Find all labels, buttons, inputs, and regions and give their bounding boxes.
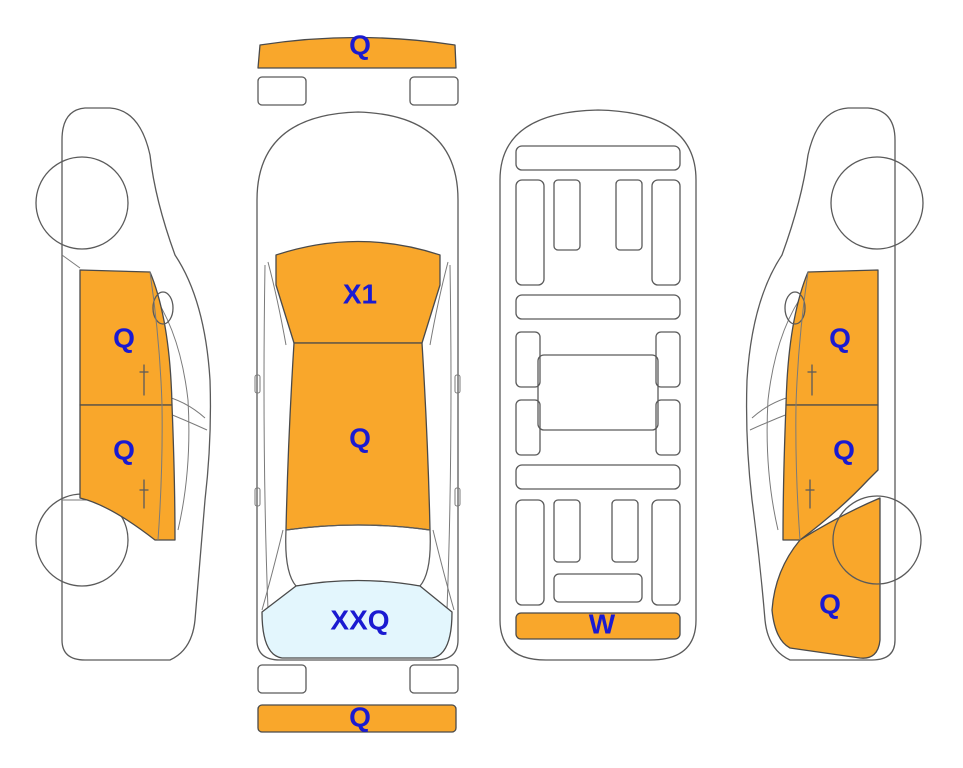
underbody-rear-left-rail	[515, 499, 545, 606]
rear-bumper-panel[interactable]	[257, 704, 457, 733]
underbody-middle-crossmember	[515, 294, 681, 320]
car-top-view: X1 Q XXQ	[254, 111, 461, 661]
right-front-door-split	[795, 271, 809, 406]
left-front-wheel	[35, 156, 129, 250]
left-rear-door-split	[157, 404, 163, 541]
right-rear-quarter-code: Q	[819, 588, 841, 619]
underbody-front-right-mount	[615, 179, 643, 251]
roof-code: Q	[349, 422, 371, 453]
top-right-inner-line	[446, 264, 452, 611]
c-pillar-right	[432, 529, 455, 611]
underbody-rear-panel[interactable]	[515, 612, 681, 640]
left-mirror	[152, 291, 174, 325]
right-front-door-handle	[807, 364, 817, 396]
right-front-door-code: Q	[829, 322, 851, 353]
underbody-front-right-rail	[651, 179, 681, 286]
right-rear-quarter-panel[interactable]	[771, 497, 881, 659]
front-right-light	[409, 76, 459, 106]
underbody-right-sill-front	[655, 331, 681, 388]
c-pillar-left	[261, 529, 284, 611]
right-rear-wheel	[832, 495, 922, 585]
underbody-rear-right-mount	[611, 499, 639, 563]
underbody-left-sill-rear	[515, 399, 541, 456]
rear-right-light	[409, 664, 459, 694]
right-roof-line	[766, 289, 807, 531]
a-pillar-right	[429, 261, 449, 346]
front-bumper-code: Q	[349, 29, 371, 60]
underbody-front-crossmember	[515, 145, 681, 171]
left-roof-line	[149, 289, 190, 531]
left-rear-door-handle	[139, 479, 149, 509]
underbody-left-sill-front	[515, 331, 541, 388]
underbody-outline	[499, 109, 697, 661]
trunk-lid	[285, 524, 431, 587]
underbody-rear-right-rail	[651, 499, 681, 606]
front-left-light	[257, 76, 307, 106]
rear-window-code: XXQ	[330, 604, 389, 635]
left-rear-door-panel[interactable]	[79, 404, 176, 541]
underbody-front-left-mount	[553, 179, 581, 251]
left-side-body-outline	[61, 107, 212, 661]
rear-bumper-code: Q	[349, 701, 371, 732]
left-rear-door-code: Q	[113, 434, 135, 465]
right-front-wheel	[830, 156, 924, 250]
right-rear-door-panel[interactable]	[782, 404, 879, 541]
a-pillar-left	[267, 261, 287, 346]
underbody-rear-code: W	[589, 608, 616, 639]
left-front-door-handle	[139, 364, 149, 396]
top-left-inner-line	[263, 264, 269, 611]
left-front-fender-line	[61, 254, 81, 269]
underbody-center-floor	[537, 354, 659, 431]
hood-code: X1	[343, 278, 377, 309]
underbody-front-left-rail	[515, 179, 545, 286]
front-bumper-group: Q	[257, 29, 459, 106]
rear-left-light	[257, 664, 307, 694]
left-front-door-code: Q	[113, 322, 135, 353]
top-body-outline	[256, 111, 459, 661]
underbody-rear-crossmember	[515, 464, 681, 490]
right-side-body-outline	[745, 107, 896, 661]
right-rear-door-handle	[805, 479, 815, 509]
top-left-handle-rear	[254, 487, 261, 507]
rear-bumper-group: Q	[257, 664, 459, 733]
underbody-rear-left-mount	[553, 499, 581, 563]
hood-panel[interactable]	[275, 240, 441, 344]
right-mirror	[784, 291, 806, 325]
car-left-side-view: Q Q	[35, 107, 212, 661]
underbody-view: W	[499, 109, 697, 661]
right-rear-door-split	[795, 404, 801, 541]
front-bumper-panel[interactable]	[257, 36, 457, 69]
left-front-door-split	[149, 271, 163, 406]
car-right-side-view: Q Q Q	[745, 107, 924, 661]
top-right-handle-front	[454, 374, 461, 394]
top-right-handle-rear	[454, 487, 461, 507]
rear-window-panel[interactable]	[261, 579, 453, 659]
underbody-right-sill-rear	[655, 399, 681, 456]
underbody-fuel-tank	[553, 573, 643, 603]
right-rear-door-code: Q	[833, 434, 855, 465]
top-left-handle-front	[254, 374, 261, 394]
